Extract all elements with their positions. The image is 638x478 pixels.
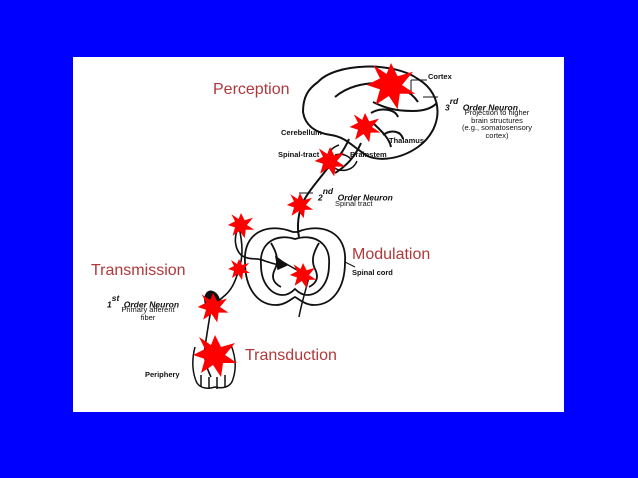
transmission-burst-icon (228, 259, 250, 280)
thalamus-burst-icon (349, 113, 381, 143)
third-order-suffix: rd (449, 96, 459, 106)
second-order-neuron-description: Spinal tract (335, 199, 373, 208)
spinal-cord-outline (244, 227, 346, 306)
second-order-ordinal: 2 (318, 192, 323, 203)
third-order-title: Order Neuron (462, 102, 518, 113)
first-order-neuron-description: Primary afferent fiber (103, 306, 193, 321)
afferent-burst-icon (197, 293, 229, 323)
modulation-label: Modulation (352, 246, 431, 263)
cortex-label: Cortex (428, 72, 452, 81)
first-order-neuron-heading: 1st Order Neuron (107, 294, 179, 311)
spinal-tract-burst-icon (286, 193, 314, 219)
cerebellum-label: Cerebellum (281, 128, 322, 137)
brainstem-label: Brainstem (350, 150, 387, 159)
cortex-burst-icon (366, 63, 416, 110)
second-order-title: Order Neuron (337, 192, 393, 203)
third-desc-line-4: cortex) (485, 130, 509, 140)
third-order-ordinal: 3 (445, 102, 450, 113)
modulation-burst-icon (289, 263, 317, 289)
transduction-label: Transduction (245, 347, 337, 364)
third-desc-line-1: Projection to higher (464, 108, 530, 117)
third-desc-line-2: brain structures (471, 115, 523, 125)
third-desc-line-3: (e.g., somatosensory (461, 123, 533, 132)
periphery-hand (192, 344, 236, 389)
first-order-suffix: st (111, 293, 120, 303)
periphery-label: Periphery (145, 370, 180, 379)
third-order-neuron-description: Projection to higher brain structures (e… (437, 109, 557, 139)
third-order-neuron-heading: 3rd Order Neuron (445, 97, 518, 114)
first-order-ordinal: 1 (107, 299, 112, 310)
spinal-tract-upper-label: Spinal-tract (278, 150, 320, 159)
transmission-label: Transmission (91, 262, 186, 279)
second-order-neuron-heading: 2nd Order Neuron (318, 187, 393, 204)
transduction-burst-icon (193, 335, 237, 377)
diagram-slide: Perception Modulation Transmission Trans… (73, 57, 564, 412)
first-desc-line-1: Primary afferent (121, 305, 175, 314)
first-order-title: Order Neuron (123, 299, 180, 310)
first-desc-line-2: fiber (140, 312, 156, 322)
second-order-suffix: nd (322, 186, 334, 196)
thalamus-label: Thalamus (389, 136, 425, 145)
dorsal-root-burst-icon (227, 213, 255, 239)
perception-label: Perception (213, 81, 290, 98)
spinal-cord-label: Spinal cord (352, 268, 393, 277)
